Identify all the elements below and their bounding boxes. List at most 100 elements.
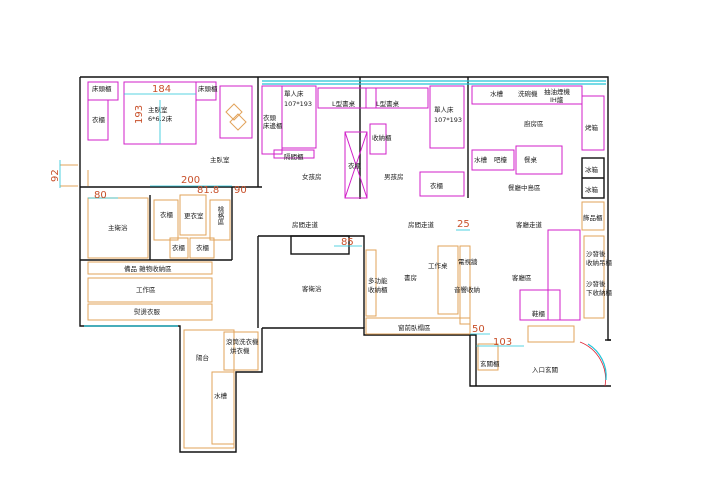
label-closet-room: 更衣室 xyxy=(184,211,204,220)
kitchen-tall xyxy=(581,95,605,151)
girl-desk xyxy=(317,87,377,109)
dim-90: 90 xyxy=(234,185,247,196)
label-living: 客廳區 xyxy=(512,273,532,282)
label-entry-cab: 玄關櫃 xyxy=(480,359,500,368)
kitchen xyxy=(471,85,605,231)
entry-cabinet xyxy=(477,343,499,371)
balcony-floor xyxy=(183,329,235,449)
tv-wall xyxy=(459,245,471,325)
label-girl-bed-2: 107*193 xyxy=(284,100,312,108)
label-boy-desk: L型書桌 xyxy=(376,99,400,108)
label-balcony: 陽台 xyxy=(196,353,209,362)
master-bathtub xyxy=(219,85,253,139)
sofa-back-storage xyxy=(583,235,605,319)
label-pantry: 飾品櫃 xyxy=(583,213,603,222)
label-work-desk: 工作桌 xyxy=(428,261,448,270)
label-av: 音響收納 xyxy=(454,285,480,294)
label-girl-wall-storage-1: 衣頭 xyxy=(263,113,277,122)
master-bedroom xyxy=(60,81,253,187)
label-sofa-back2-2: 下收納櫃 xyxy=(586,288,613,297)
label-kitchen-island: 餐廳中島區 xyxy=(508,183,541,192)
window-lounge xyxy=(365,317,471,335)
label-boy-storage: 收納櫃 xyxy=(372,133,392,142)
dim-193: 193 xyxy=(134,105,145,124)
label-closet-wardrobe-c: 衣櫃 xyxy=(196,243,210,252)
boy-storage xyxy=(369,123,387,155)
dining-table xyxy=(515,145,563,175)
label-girl-shelf: 隔間櫃 xyxy=(284,152,304,161)
label-entrance: 入口玄關 xyxy=(532,365,558,374)
label-closet-storage-zone: 桃格區 xyxy=(216,205,224,226)
label-girl-wall-storage-2: 床邊櫃 xyxy=(263,121,283,130)
label-hall-right: 客廳走道 xyxy=(516,220,543,229)
label-master-room: 主臥室 xyxy=(210,155,230,164)
ironing-zone xyxy=(87,303,213,321)
label-window-lounge: 窗前臥榻區 xyxy=(398,323,431,332)
work-desk xyxy=(437,245,459,315)
closet-storage-zone xyxy=(209,199,231,241)
label-guest-bath: 客衛浴 xyxy=(302,284,322,293)
guest-bath-fixture xyxy=(290,235,350,255)
entrance-door-swing xyxy=(587,343,607,381)
dimension-lines xyxy=(59,93,524,347)
shoe-cabinet xyxy=(527,325,575,343)
label-shoe: 鞋櫃 xyxy=(532,309,546,318)
closet-wardrobe-c xyxy=(189,237,215,259)
closet-wardrobe-b xyxy=(169,237,189,259)
label-fridge-1: 冰箱 xyxy=(585,165,599,174)
label-storage-shelf: 備品 雜物收納區 xyxy=(124,264,172,273)
multi-storage xyxy=(365,249,377,317)
label-girl-desk: L型書桌 xyxy=(332,99,356,108)
label-closet-wardrobe-b: 衣櫃 xyxy=(172,243,186,252)
dim-85: 85 xyxy=(341,237,354,248)
label-girl-room: 女孩房 xyxy=(302,172,322,181)
label-kitchen-sink: 水槽 xyxy=(490,89,504,98)
label-girl-bed-1: 單人床 xyxy=(284,89,304,98)
entrance-door-arc xyxy=(579,341,606,387)
label-study: 書房 xyxy=(404,273,417,282)
balcony xyxy=(183,329,259,449)
label-tv: 電視牆 xyxy=(458,257,478,266)
label-ironing: 熨燙衣服 xyxy=(134,307,161,316)
boy-bed xyxy=(429,85,465,149)
label-kitchen-room: 廚房區 xyxy=(524,119,544,128)
label-sofa-back-2: 收納吊櫃 xyxy=(586,258,613,267)
label-work-zone: 工作區 xyxy=(136,285,156,294)
girl-bed xyxy=(281,85,317,149)
label-boy-bed-2: 107*193 xyxy=(434,116,462,124)
label-multi-2: 收納櫃 xyxy=(368,285,388,294)
dim-92: 92 xyxy=(50,169,61,182)
closet-wardrobe-a xyxy=(153,199,179,241)
pantry xyxy=(581,201,605,231)
label-laundry-1: 滾筒洗衣機 xyxy=(226,337,259,346)
label-master-bed-2: 6*6.2床 xyxy=(148,114,173,123)
label-sofa-back2-1: 沙發後 xyxy=(586,279,606,288)
dim-200: 200 xyxy=(181,175,200,186)
master-closet-area xyxy=(87,194,231,321)
boy-desk xyxy=(365,87,429,109)
label-boy-wardrobe2: 衣櫃 xyxy=(430,181,444,190)
label-kitchen-hood-1: 抽油煙機 xyxy=(544,87,571,96)
work-zone xyxy=(87,277,213,303)
laundry-machines xyxy=(223,331,259,371)
label-master-tall-cab-right: 床頭櫃 xyxy=(198,84,218,93)
balcony-sink-counter xyxy=(211,371,235,445)
label-kitchen-sink2: 水槽 xyxy=(474,155,488,164)
label-master-tall-cab-left: 床頭櫃 xyxy=(92,84,112,93)
kitchen-counter xyxy=(471,85,583,105)
dim-80: 80 xyxy=(94,190,107,201)
windows xyxy=(84,80,606,327)
label-closet-wardrobe-a: 衣櫃 xyxy=(160,210,174,219)
girl-room xyxy=(261,85,377,159)
storage-shelf xyxy=(87,261,213,275)
dim-25: 25 xyxy=(457,219,470,230)
dim-81-8: 81.8 xyxy=(197,185,219,196)
girl-shelf xyxy=(273,149,315,159)
label-boy-wardrobe: 衣櫃 xyxy=(348,161,362,170)
label-kitchen-hood-2: IH爐 xyxy=(550,95,564,104)
label-kitchen-oven: 烤箱 xyxy=(585,123,599,132)
label-balcony-sink: 水槽 xyxy=(214,391,228,400)
public-area xyxy=(290,229,605,371)
boy-wardrobe xyxy=(344,131,368,199)
